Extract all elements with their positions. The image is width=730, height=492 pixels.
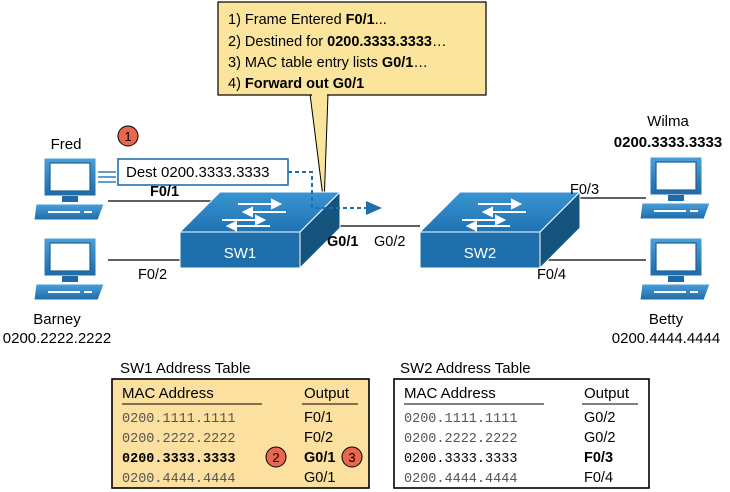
svg-text:1: 1 [124, 129, 131, 144]
port-sw1-f01: F0/1 [150, 184, 179, 200]
callout: 1) Frame Entered F0/1... 2) Destined for… [217, 1, 487, 206]
sw2-row-3-mac: 0200.3333.3333 [404, 452, 517, 467]
sw2-row-3-output: F0/3 [584, 450, 613, 466]
sw2-table-title: SW2 Address Table [400, 360, 531, 377]
switch-label-sw1: SW1 [224, 245, 257, 262]
host-mac-barney: 0200.2222.2222 [3, 330, 111, 347]
pc-wilma [639, 156, 711, 220]
sw1-row-4-output: G0/1 [304, 470, 335, 486]
sw2-row-4-output: F0/4 [584, 470, 613, 486]
sw2-row-2-mac: 0200.2222.2222 [404, 432, 517, 447]
sw2-header-mac: MAC Address [404, 385, 496, 402]
computer-icon [33, 157, 105, 221]
switch-label-sw2: SW2 [464, 245, 497, 262]
callout-line-1: 1) Frame Entered F0/1... [228, 12, 387, 28]
step-badge-1: 1 [117, 125, 139, 147]
callout-pointer [309, 93, 329, 206]
sw1-row-2-mac: 0200.2222.2222 [122, 432, 235, 447]
port-sw2-g02: G0/2 [374, 234, 405, 250]
arrowhead-icon [366, 201, 382, 215]
sw2-address-table: MAC Address Output 0200.1111.1111 G0/2 0… [393, 378, 650, 489]
frame: Dest 0200.3333.3333 [117, 158, 382, 215]
sw2-row-2-output: G0/2 [584, 430, 615, 446]
host-name-wilma: Wilma [647, 113, 689, 130]
sw2-header-output: Output [584, 385, 630, 402]
sw1-row-2-output: F0/2 [304, 430, 333, 446]
pc-motion-lines [98, 171, 116, 183]
frame-box [117, 158, 289, 186]
sw2-row-1-mac: 0200.1111.1111 [404, 412, 517, 427]
callout-line-3: 3) MAC table entry lists G0/1… [228, 55, 428, 71]
host-mac-wilma: 0200.3333.3333 [614, 134, 722, 151]
callout-box [217, 1, 487, 96]
switch-icon [179, 191, 341, 269]
sw1-row-3-output: G0/1 [304, 450, 335, 466]
host-name-betty: Betty [649, 311, 684, 328]
port-sw2-f03: F0/3 [570, 182, 599, 198]
frame-path-arrow [288, 171, 368, 209]
step-badge-3: 3 [341, 446, 363, 468]
pc-barney [33, 237, 105, 301]
sw1-header-output: Output [304, 385, 350, 402]
host-mac-betty: 0200.4444.4444 [612, 330, 720, 347]
host-name-barney: Barney [33, 311, 81, 328]
port-sw1-f02: F0/2 [138, 267, 167, 283]
svg-text:2: 2 [272, 450, 279, 465]
step-badge-2: 2 [265, 446, 287, 468]
callout-line-4: 4) Forward out G0/1 [228, 76, 364, 92]
sw1-table-title: SW1 Address Table [120, 360, 251, 377]
switch-icon [419, 191, 581, 269]
sw2-row-1-output: G0/2 [584, 410, 615, 426]
port-sw2-f04: F0/4 [537, 267, 566, 283]
sw1-address-table: MAC Address Output 0200.1111.1111 F0/1 0… [111, 378, 370, 489]
svg-text:3: 3 [348, 450, 355, 465]
pc-betty [639, 237, 711, 301]
sw1-header-mac: MAC Address [122, 385, 214, 402]
sw2-row-4-mac: 0200.4444.4444 [404, 472, 517, 487]
sw1-row-1-output: F0/1 [304, 410, 333, 426]
switch-sw1: SW1 [179, 191, 341, 269]
frame-label: Dest 0200.3333.3333 [126, 164, 269, 181]
port-sw1-g01: G0/1 [327, 234, 358, 250]
sw1-row-4-mac: 0200.4444.4444 [122, 472, 235, 487]
callout-line-2: 2) Destined for 0200.3333.3333… [228, 34, 446, 50]
computer-icon [639, 156, 711, 220]
computer-icon [639, 237, 711, 301]
sw1-row-3-mac: 0200.3333.3333 [122, 452, 235, 467]
pc-fred [33, 157, 105, 221]
host-name-fred: Fred [51, 136, 82, 153]
switch-sw2: SW2 [419, 191, 581, 269]
computer-icon [33, 237, 105, 301]
sw1-row-1-mac: 0200.1111.1111 [122, 412, 235, 427]
